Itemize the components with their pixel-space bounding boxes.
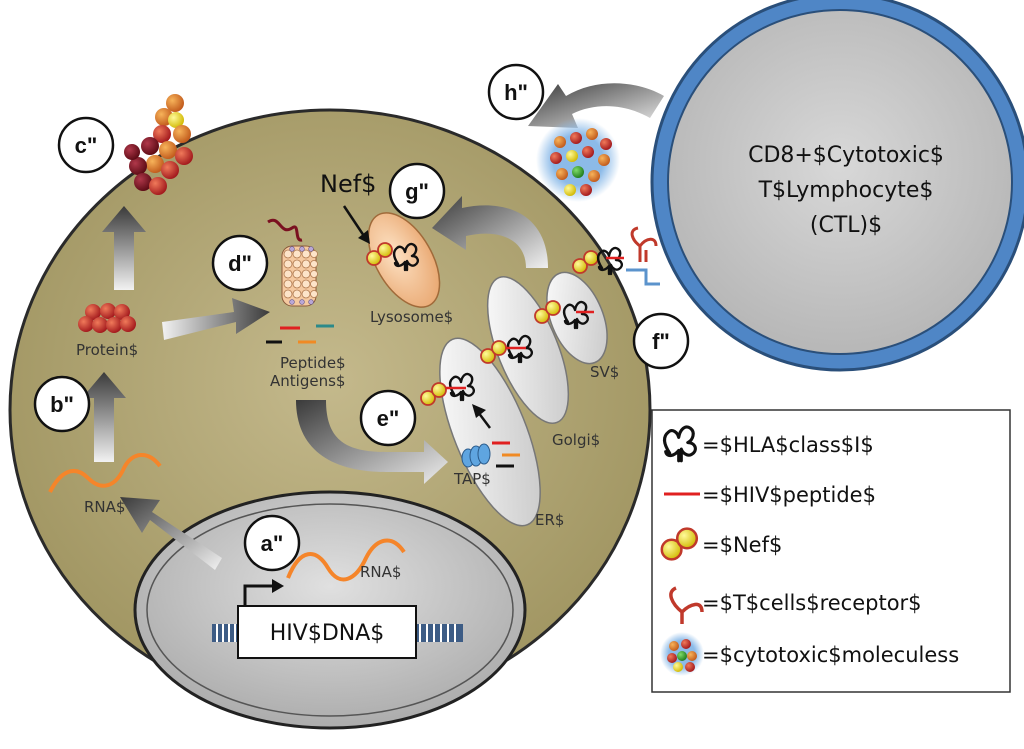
proteasome bbox=[267, 218, 318, 307]
svg-text:d": d" bbox=[228, 251, 252, 276]
hiv-dna-label: HIV$DNA$ bbox=[270, 621, 385, 646]
sv-label: SV$ bbox=[590, 363, 619, 381]
svg-text:g": g" bbox=[405, 179, 429, 204]
legend-nef-text: =$Nef$ bbox=[702, 533, 782, 557]
golgi-organelle bbox=[486, 276, 570, 424]
svg-text:f": f" bbox=[652, 329, 670, 354]
lysosome-label: Lysosome$ bbox=[370, 308, 453, 326]
rna-strand-cytoplasm bbox=[48, 453, 162, 493]
er-organelle bbox=[439, 337, 541, 527]
protein-aggregate bbox=[124, 94, 193, 195]
legend-tcr-text: =$T$cells$receptor$ bbox=[702, 591, 922, 615]
legend-hla-text: =$HLA$class$I$ bbox=[702, 433, 874, 457]
lysosome-arrow bbox=[432, 196, 548, 268]
step-e: e" bbox=[359, 389, 417, 447]
cytotoxic-molecules bbox=[536, 118, 620, 202]
nucleus-inner-membrane bbox=[146, 503, 514, 717]
legend-peptide-text: =$HIV$peptide$ bbox=[702, 483, 876, 507]
er-label: ER$ bbox=[535, 511, 564, 529]
step-b: b" bbox=[33, 375, 91, 433]
rna-cyto-label: RNA$ bbox=[84, 498, 125, 516]
protein-label: Protein$ bbox=[76, 341, 138, 359]
tap-label: TAP$ bbox=[453, 470, 491, 488]
transport-arrow bbox=[296, 400, 448, 484]
rna-strand-nucleus bbox=[286, 538, 406, 582]
step-d: d" bbox=[211, 234, 269, 292]
rna-nucleus-label: RNA$ bbox=[360, 563, 401, 581]
golgi-label: Golgi$ bbox=[552, 431, 600, 449]
ctl-line3: (CTL)$ bbox=[810, 213, 882, 238]
legend-cyto-text: =$cytotoxic$moleculess bbox=[702, 643, 959, 667]
antigens-label: Antigens$ bbox=[270, 372, 345, 390]
nef-pointer-head bbox=[358, 230, 370, 244]
t-cell-receptor bbox=[626, 226, 660, 286]
step-c: c" bbox=[57, 116, 115, 174]
svg-text:e": e" bbox=[377, 406, 400, 431]
svg-text:h": h" bbox=[504, 80, 528, 105]
legend: =$HLA$class$I$ =$HIV$peptide$ =$Nef$ =$T… bbox=[651, 409, 1011, 693]
step-f: f" bbox=[632, 312, 690, 370]
step-a: a" bbox=[243, 514, 301, 572]
loading-arrow-head bbox=[472, 404, 486, 418]
svg-text:a": a" bbox=[261, 531, 284, 556]
ctl-line2: T$Lymphocyte$ bbox=[758, 178, 934, 203]
transcription-arrow-head bbox=[272, 579, 284, 593]
degradation-arrow bbox=[162, 298, 270, 340]
legend-cyto-icon bbox=[660, 632, 704, 676]
hiv-dna-box bbox=[237, 605, 417, 659]
cytotoxic-release-arrow bbox=[528, 83, 664, 128]
dna-helix-right bbox=[415, 624, 463, 642]
ctl-cell-inner bbox=[667, 9, 1013, 355]
nef-label: Nef$ bbox=[320, 170, 376, 198]
transcription-arrow bbox=[243, 584, 272, 606]
step-g: g" bbox=[388, 162, 446, 220]
lysosome bbox=[367, 212, 441, 308]
nef-pointer bbox=[342, 205, 366, 237]
dna-helix-left bbox=[212, 624, 242, 642]
translation-arrow bbox=[82, 372, 126, 462]
protein-cluster bbox=[78, 303, 136, 333]
tap-transporter bbox=[461, 443, 491, 468]
svg-text:c": c" bbox=[75, 133, 98, 158]
peptides-label: Peptide$ bbox=[280, 354, 346, 372]
ctl-line1: CD8+$Cytotoxic$ bbox=[748, 143, 944, 168]
export-arrow bbox=[120, 497, 222, 570]
folding-arrow bbox=[102, 206, 146, 290]
svg-text:b": b" bbox=[50, 392, 74, 417]
step-h: h" bbox=[487, 63, 545, 121]
legend-tcr-icon bbox=[669, 586, 704, 624]
